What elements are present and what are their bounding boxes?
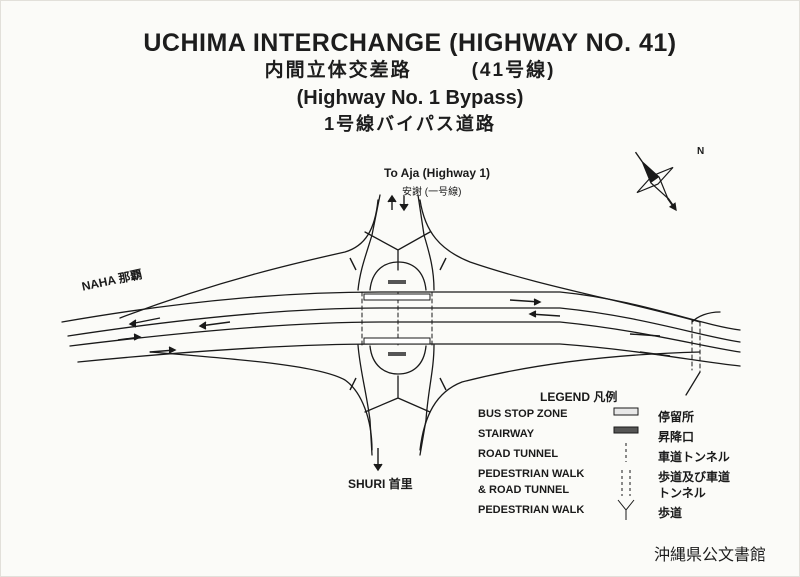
bus-stop-south (363, 337, 431, 345)
destination-north: To Aja (Highway 1) (384, 166, 491, 180)
arrow-ramp-4 (439, 377, 447, 391)
arrow-ramp-3 (349, 377, 357, 391)
legend-label-jp: 昇降口 (658, 430, 695, 444)
title-line-2-right: (41号線) (471, 60, 556, 81)
highway-median-2 (69, 321, 741, 353)
legend-label-jp: 歩道 (658, 506, 683, 520)
arrow-south (373, 448, 383, 472)
arrow-east-1 (117, 333, 142, 341)
legend-symbol-bus-stop (613, 407, 639, 416)
legend-symbol-stairway (613, 426, 639, 434)
arrow-north-2 (399, 196, 409, 212)
legend-symbol-ped-walk (617, 499, 635, 520)
legend-row-ped-walk: PEDESTRIAN WALK 歩道 (478, 504, 758, 522)
arrow-ramp-2 (439, 257, 447, 271)
title-block: UCHIMA INTERCHANGE (HIGHWAY NO. 41) 内間立体… (100, 28, 720, 136)
rotary-south (369, 345, 427, 375)
arrow-north-1 (387, 194, 397, 210)
legend-label-en: STAIRWAY (478, 428, 535, 440)
arrow-east-3 (509, 298, 542, 306)
arrow-west-2 (128, 317, 161, 328)
arrow-ramp-1 (349, 257, 357, 271)
highway-median-1 (67, 307, 741, 343)
east-ped-ramp-2 (685, 371, 701, 396)
legend-label-jp: トンネル (658, 486, 706, 500)
archive-stamp: 沖縄県公文書館 (653, 547, 766, 564)
east-ped-ramp (691, 311, 721, 323)
north-road-right (417, 194, 435, 291)
legend-row-road-tunnel: ROAD TUNNEL 車道トンネル (478, 448, 758, 466)
legend-label-jp: 停留所 (658, 410, 695, 424)
destination-south: SHURI 首里 (348, 477, 413, 491)
ramp-northwest (119, 199, 379, 319)
arrow-west-1 (198, 321, 231, 330)
destination-north-jp: 安謝 (一号線) (402, 187, 462, 198)
title-line-2-left: 内間立体交差路 (264, 60, 412, 81)
legend-label-en: ROAD TUNNEL (478, 448, 559, 460)
legend-label-jp: 歩道及び車道 (658, 470, 731, 484)
title-line-2: 内間立体交差路 (41号線) (100, 58, 720, 84)
ramp-southwest (149, 351, 373, 451)
arrow-east-4 (639, 351, 671, 357)
ramp-southeast (419, 351, 701, 451)
legend-row-stairway: STAIRWAY 昇降口 (478, 428, 758, 446)
title-line-4: 1号線バイパス道路 (324, 114, 496, 134)
legend-label-en: PEDESTRIAN WALK (478, 504, 585, 516)
stairway-se (388, 352, 406, 356)
legend-label-en: & ROAD TUNNEL (478, 484, 570, 496)
legend-title: LEGEND 凡例 (540, 390, 618, 404)
south-road-right (419, 344, 435, 456)
legend-label-en: BUS STOP ZONE (478, 408, 568, 420)
ped-walk-south (364, 375, 431, 413)
compass-label: N (697, 146, 704, 157)
legend-row-bus-stop: BUS STOP ZONE 停留所 (478, 408, 758, 426)
north-road-left (357, 194, 381, 291)
stairway-nw (388, 280, 406, 284)
north-arrow-icon (634, 151, 677, 212)
ped-walk-north (364, 231, 431, 271)
ramp-northeast (419, 199, 701, 323)
legend-row-ped-tunnel-2: & ROAD TUNNEL トンネル (478, 484, 758, 502)
legend-label-en: PEDESTRIAN WALK (478, 468, 585, 480)
legend-label-jp: 車道トンネル (658, 450, 730, 464)
arrow-west-4 (629, 333, 661, 337)
legend-row-ped-tunnel-1: PEDESTRIAN WALK 歩道及び車道 (478, 468, 758, 486)
bus-stop-north (363, 293, 431, 301)
title-line-1: UCHIMA INTERCHANGE (HIGHWAY NO. 41) (143, 29, 677, 57)
arrow-west-3 (528, 310, 561, 318)
south-road-left (357, 344, 373, 456)
arrow-east-2 (149, 346, 177, 354)
title-line-3: (Highway No. 1 Bypass) (296, 87, 524, 109)
